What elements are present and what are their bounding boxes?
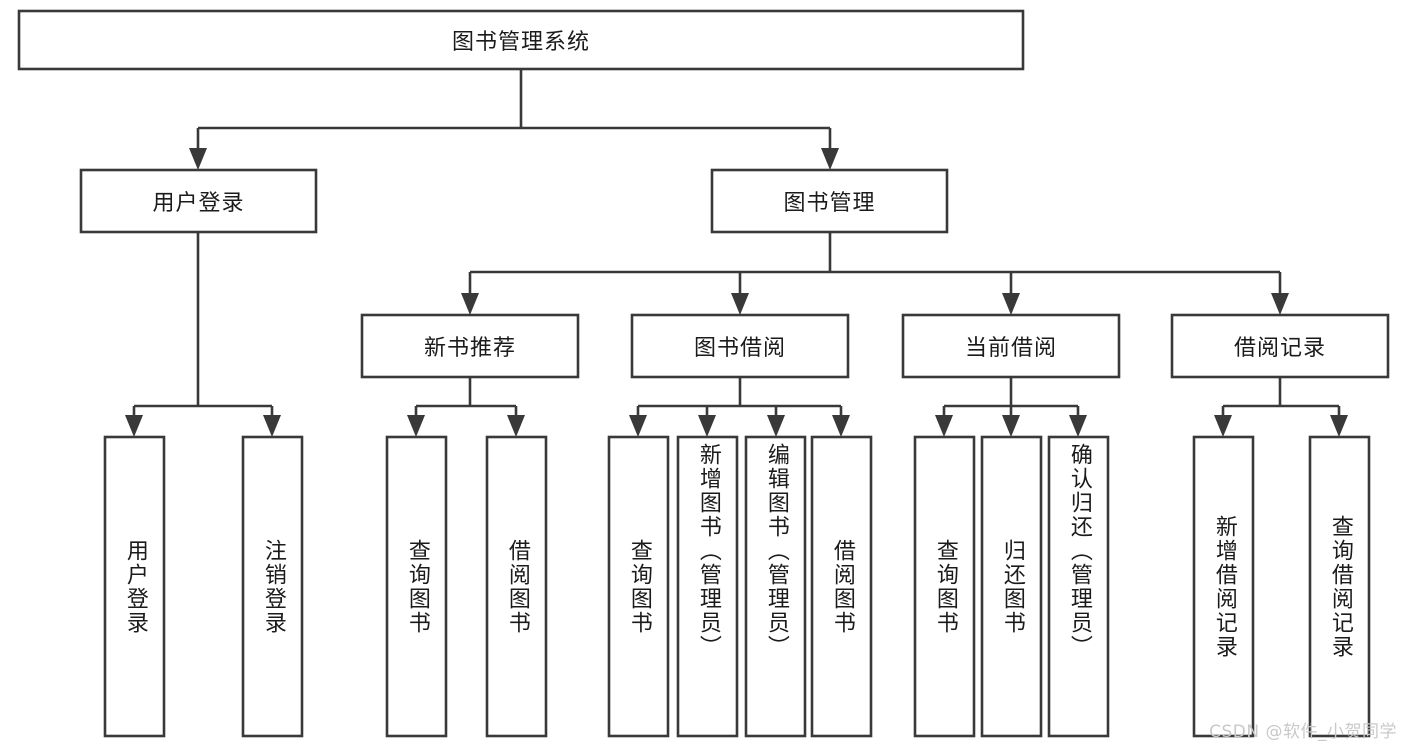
leaf-user-login-1[interactable] bbox=[241, 435, 304, 738]
arrow-head-icon bbox=[407, 415, 425, 437]
leaf-borrow-3[interactable] bbox=[810, 435, 873, 738]
node-new-book-recommend[interactable] bbox=[360, 313, 580, 379]
arrow-head-icon bbox=[507, 415, 525, 437]
leaf-borrow-0[interactable] bbox=[607, 435, 670, 738]
connector-newbook-to-leaves bbox=[407, 377, 525, 437]
connector-userlogin-to-leaves bbox=[125, 232, 281, 437]
node-root[interactable] bbox=[17, 9, 1025, 71]
arrow-head-icon bbox=[461, 293, 479, 315]
arrow-head-icon bbox=[1214, 415, 1232, 437]
arrow-head-icon bbox=[821, 148, 839, 170]
leaf-current-0[interactable] bbox=[913, 435, 976, 738]
arrow-head-icon bbox=[1002, 293, 1020, 315]
arrow-head-icon bbox=[698, 415, 716, 437]
node-current-borrow[interactable] bbox=[901, 313, 1121, 379]
node-borrow-record[interactable] bbox=[1170, 313, 1390, 379]
arrow-head-icon bbox=[629, 415, 647, 437]
connector-bookmgmt-to-level3 bbox=[461, 232, 1289, 315]
leaf-borrow-2[interactable] bbox=[744, 435, 807, 738]
arrow-head-icon bbox=[731, 293, 749, 315]
leaf-current-2[interactable] bbox=[1047, 435, 1110, 738]
connector-root-to-level2 bbox=[189, 69, 839, 170]
node-user-login[interactable] bbox=[79, 168, 318, 234]
leaf-record-1[interactable] bbox=[1308, 435, 1371, 738]
connector-borrow-to-leaves bbox=[629, 377, 850, 437]
node-book-management[interactable] bbox=[710, 168, 949, 234]
arrow-head-icon bbox=[263, 415, 281, 437]
arrow-head-icon bbox=[125, 415, 143, 437]
watermark: CSDN @软件_小贺同学 bbox=[1209, 722, 1397, 742]
arrow-head-icon bbox=[1271, 293, 1289, 315]
arrow-head-icon bbox=[832, 415, 850, 437]
leaf-borrow-1[interactable] bbox=[676, 435, 739, 738]
leaf-current-1[interactable] bbox=[980, 435, 1043, 738]
leaf-record-0[interactable] bbox=[1192, 435, 1255, 738]
arrow-head-icon bbox=[1002, 415, 1020, 437]
arrow-head-icon bbox=[1069, 415, 1087, 437]
node-book-borrow[interactable] bbox=[630, 313, 850, 379]
connector-current-to-leaves bbox=[935, 377, 1087, 437]
leaf-user-login-0[interactable] bbox=[103, 435, 166, 738]
arrow-head-icon bbox=[189, 148, 207, 170]
arrow-head-icon bbox=[935, 415, 953, 437]
arrow-head-icon bbox=[767, 415, 785, 437]
leaf-new-book-1[interactable] bbox=[485, 435, 548, 738]
connector-record-to-leaves bbox=[1214, 377, 1348, 437]
leaf-new-book-0[interactable] bbox=[385, 435, 448, 738]
arrow-head-icon bbox=[1330, 415, 1348, 437]
